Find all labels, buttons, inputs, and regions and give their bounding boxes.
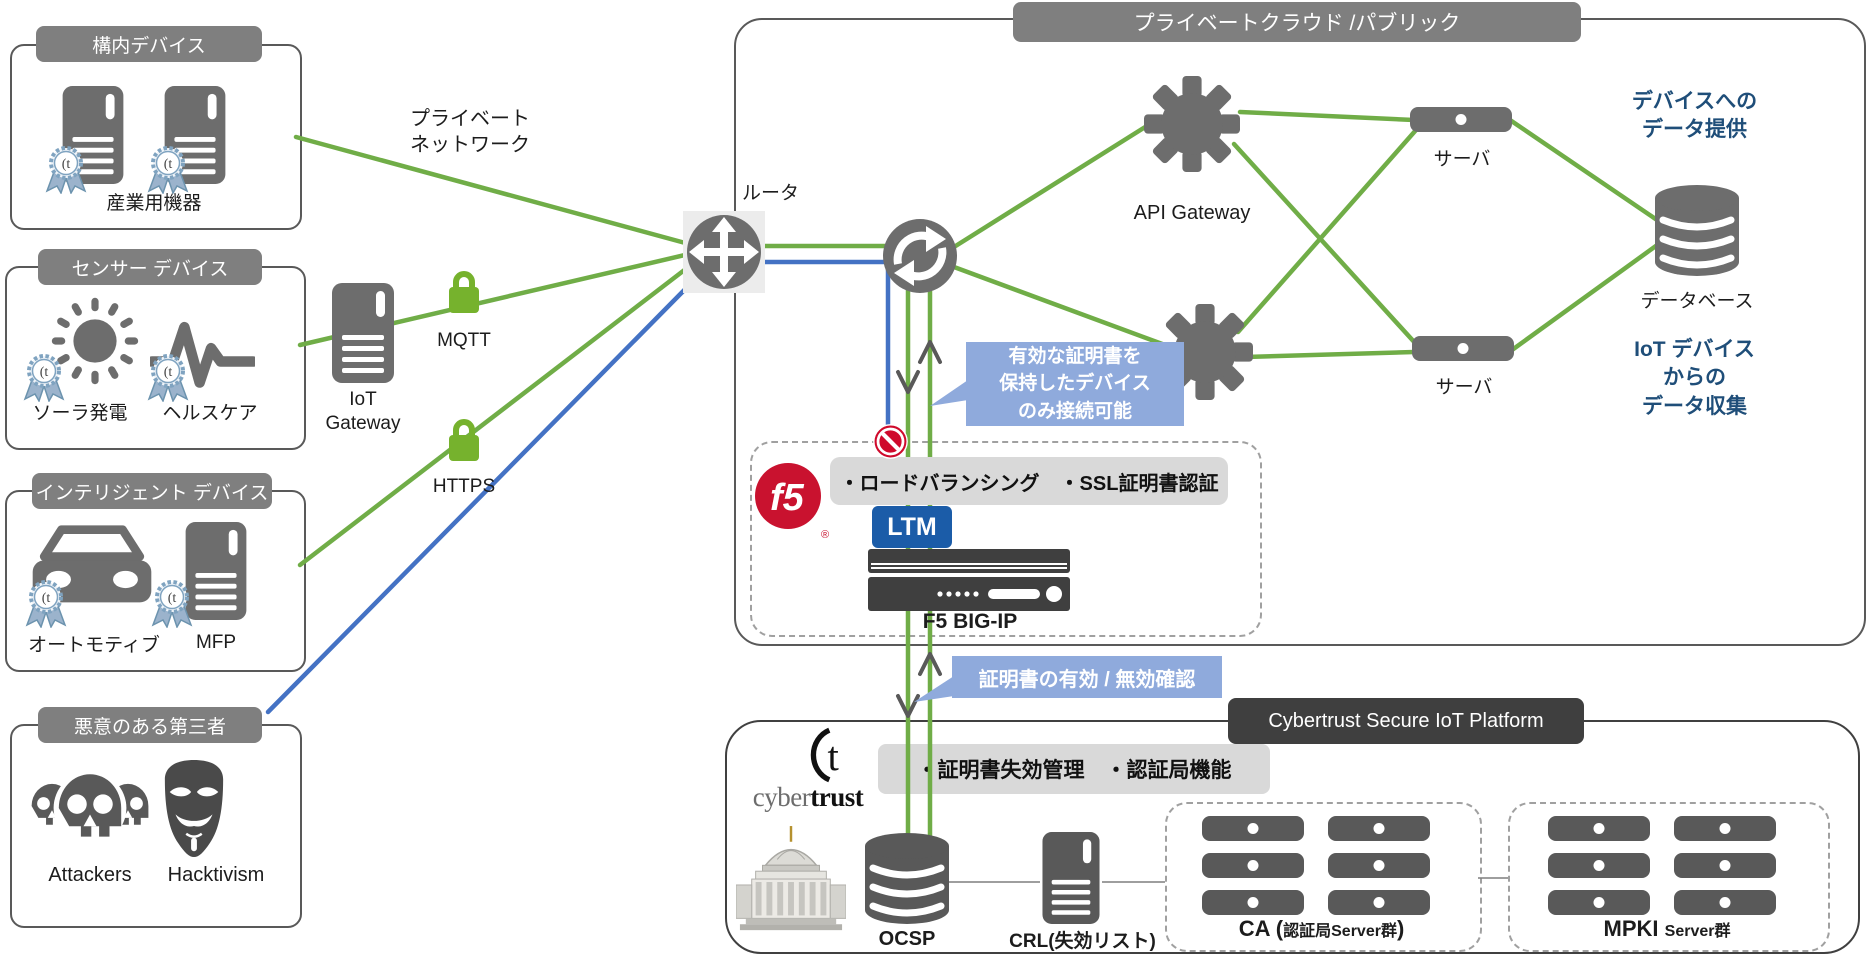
certificate-badge-icon xyxy=(146,350,190,402)
ca-server-pill-icon xyxy=(1328,853,1430,878)
group-sensor-title: センサー デバイス xyxy=(38,249,262,285)
f5-features-bar: ・ロードバランシング ・SSL証明書認証 xyxy=(830,457,1228,505)
f5-features-text: ・ロードバランシング ・SSL証明書認証 xyxy=(839,472,1219,495)
platform-title: Cybertrust Secure IoT Platform xyxy=(1228,698,1584,744)
group-malicious-title: 悪意のある第三者 xyxy=(38,707,262,743)
bigip-label: F5 BIG-IP xyxy=(922,610,1018,633)
certificate-badge-icon xyxy=(22,350,66,402)
iot-gateway-label: IoT Gateway xyxy=(325,389,401,434)
mfp-label: MFP xyxy=(195,632,237,653)
mpki-group-label: MPKI Server群 xyxy=(1508,916,1826,942)
group-onpremise-title-text: 構内デバイス xyxy=(92,35,206,57)
mpki-label-sub: Server群 xyxy=(1664,923,1731,940)
api-gateway-label: API Gateway xyxy=(1133,202,1251,224)
data-provide-note: デバイスへの データ提供 xyxy=(1631,90,1758,142)
database-icon xyxy=(1655,184,1739,278)
ltm-badge: LTM xyxy=(872,506,952,548)
solar-label: ソーラ発電 xyxy=(32,403,128,424)
group-malicious-title-text: 悪意のある第三者 xyxy=(73,716,226,738)
cybertrust-mark-icon: t xyxy=(810,727,840,783)
industrial-devices-label: 産業用機器 xyxy=(106,193,202,214)
mpki-server-pill-icon xyxy=(1548,890,1650,915)
group-onpremise-title: 構内デバイス xyxy=(36,26,262,62)
hacktivism-mask-icon xyxy=(155,758,233,859)
crl-server-icon xyxy=(1040,832,1102,924)
mpki-server-pill-icon xyxy=(1674,816,1776,841)
group-intelligent-title: インテリジェント デバイス xyxy=(32,473,272,509)
prohibition-icon xyxy=(873,424,908,459)
mpki-server-pill-icon xyxy=(1548,853,1650,878)
server-bottom-label: サーバ xyxy=(1435,377,1493,398)
mpki-server-pill-icon xyxy=(1674,890,1776,915)
ca-server-pill-icon xyxy=(1202,890,1304,915)
platform-features-text: ・証明書失効管理 ・認証局機能 xyxy=(916,759,1232,782)
ca-label-sub: 認証局Server群 xyxy=(1283,923,1397,940)
certificate-badge-icon xyxy=(24,576,68,628)
cloud-title: プライベートクラウド /パブリック xyxy=(1013,2,1581,42)
mpki-server-group xyxy=(1508,802,1830,952)
data-collect-note: IoT デバイス からの データ収集 xyxy=(1634,338,1755,418)
platform-features-bar: ・証明書失効管理 ・認証局機能 xyxy=(878,744,1270,794)
mpki-label-main: MPKI xyxy=(1603,916,1665,941)
crl-label: CRL(失効リスト) xyxy=(1009,931,1156,952)
https-label: HTTPS xyxy=(432,476,496,497)
mpki-server-pill-icon xyxy=(1674,853,1776,878)
router-label: ルータ xyxy=(742,183,800,204)
ca-server-pill-icon xyxy=(1202,853,1304,878)
bigip-appliance-top xyxy=(868,549,1070,573)
cert-check-callout: 証明書の有効 / 無効確認 xyxy=(952,656,1222,698)
cybertrust-word-cyber: cyber xyxy=(752,782,811,812)
ltm-text: LTM xyxy=(887,512,937,541)
server-pill-icon xyxy=(1410,107,1512,132)
router-icon xyxy=(687,215,761,289)
mfp-printer-icon xyxy=(185,522,247,620)
mqtt-label: MQTT xyxy=(437,330,491,351)
https-lock-icon xyxy=(446,414,482,464)
ocsp-database-icon xyxy=(865,832,949,926)
attackers-label: Attackers xyxy=(48,864,132,886)
group-intelligent-title-text: インテリジェント デバイス xyxy=(35,482,269,504)
database-label: データベース xyxy=(1640,291,1754,312)
ca-group-label: CA (認証局Server群) xyxy=(1165,916,1478,942)
government-building-icon xyxy=(736,826,846,940)
ca-server-pill-icon xyxy=(1328,890,1430,915)
valid-cert-callout: 有効な証明書を 保持したデバイス のみ接続可能 xyxy=(966,342,1184,426)
svg-text:®: ® xyxy=(821,529,829,541)
cybertrust-wordmark: cybertrust xyxy=(740,782,876,813)
ca-server-pill-icon xyxy=(1202,816,1304,841)
cert-check-callout-tail xyxy=(914,676,954,702)
certificate-badge-icon xyxy=(44,142,88,194)
valid-cert-callout-tail xyxy=(930,380,968,406)
f5-logo-text: f5 xyxy=(770,477,805,519)
svg-text:t: t xyxy=(828,734,840,779)
f5-logo: f5 ® xyxy=(755,463,829,541)
api-gateway-gear-icon xyxy=(1144,76,1240,172)
hacktivism-label: Hacktivism xyxy=(167,864,265,886)
certificate-badge-icon xyxy=(146,142,190,194)
load-balancer-icon xyxy=(883,219,957,293)
cybertrust-word-trust: trust xyxy=(810,782,864,812)
f5-section xyxy=(750,441,1262,637)
private-network-label: プライベート ネットワーク xyxy=(410,108,530,156)
mqtt-lock-icon xyxy=(446,266,482,316)
group-sensor-title-text: センサー デバイス xyxy=(71,258,229,280)
ca-label-close: ) xyxy=(1396,916,1405,941)
certificate-badge-icon xyxy=(150,576,194,628)
ca-server-group xyxy=(1165,802,1482,952)
cloud-title-text: プライベートクラウド /パブリック xyxy=(1133,12,1461,35)
ca-server-pill-icon xyxy=(1328,816,1430,841)
attackers-skulls-icon xyxy=(28,760,152,864)
platform-title-text: Cybertrust Secure IoT Platform xyxy=(1268,709,1544,732)
bigip-appliance-bottom xyxy=(868,577,1070,611)
ocsp-label: OCSP xyxy=(878,928,936,950)
server-pill-icon xyxy=(1412,336,1514,361)
iot-gateway-icon xyxy=(332,283,394,383)
healthcare-label: ヘルスケア xyxy=(162,403,258,424)
automotive-label: オートモティブ xyxy=(28,635,160,656)
server-top-label: サーバ xyxy=(1433,149,1491,170)
mpki-server-pill-icon xyxy=(1548,816,1650,841)
ca-label-main: CA ( xyxy=(1238,916,1284,941)
